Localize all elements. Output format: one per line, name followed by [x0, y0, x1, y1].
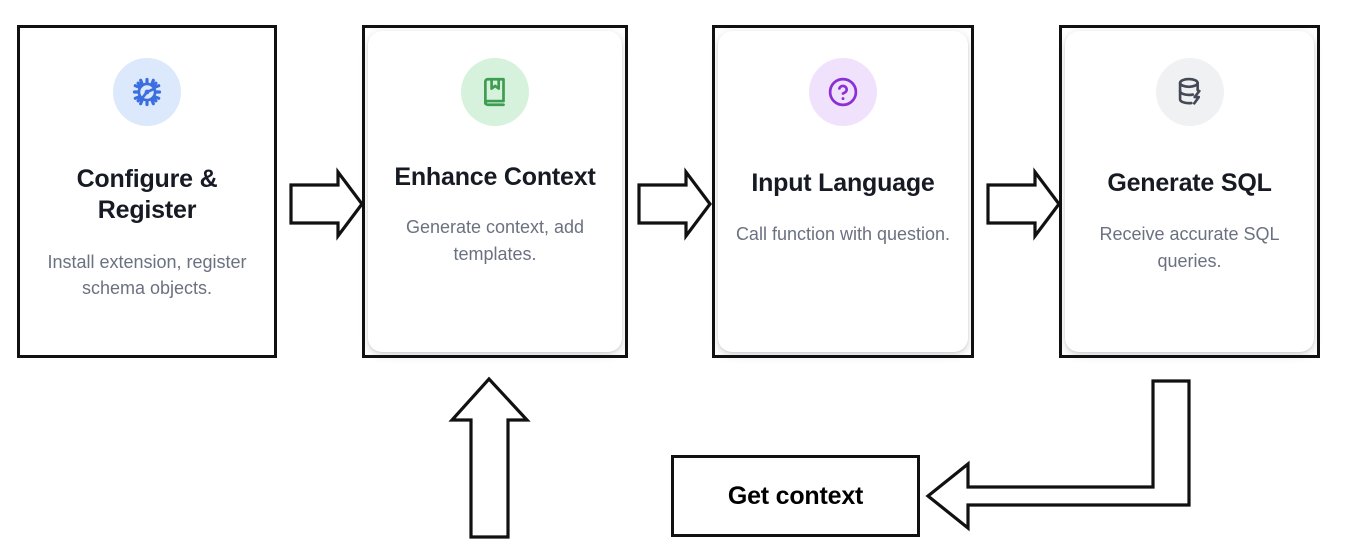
gear-icon [128, 73, 166, 111]
step-card-input-language[interactable]: Input Language Call function with questi… [712, 25, 974, 358]
database-lightning-icon-badge [1155, 58, 1224, 126]
get-context-box[interactable]: Get context [671, 455, 920, 537]
step-card-configure-register[interactable]: Configure & Register Install extension, … [17, 25, 277, 358]
book-bookmark-icon-badge [461, 58, 529, 126]
arrow-right-1 [289, 167, 364, 241]
step-title: Input Language [751, 169, 935, 197]
step-card-enhance-context[interactable]: Enhance Context Generate context, add te… [362, 25, 628, 358]
step-title: Enhance Context [394, 163, 596, 191]
step-description: Call function with question. [735, 224, 951, 245]
book-bookmark-icon [478, 75, 512, 109]
feedback-arrow-left [925, 379, 1191, 532]
feedback-arrow-up [448, 376, 531, 539]
step-title: Configure & Register [76, 165, 218, 225]
arrow-right-2 [637, 167, 712, 241]
database-lightning-icon [1173, 75, 1207, 109]
arrow-right-3 [986, 167, 1061, 241]
step-title: Generate SQL [1107, 169, 1272, 197]
gear-icon-badge [113, 58, 181, 126]
get-context-label: Get context [727, 481, 864, 510]
step-description: Install extension, register schema objec… [47, 251, 247, 299]
question-circle-icon [825, 74, 861, 110]
question-circle-icon-badge [809, 58, 877, 126]
step-card-generate-sql[interactable]: Generate SQL Receive accurate SQL querie… [1059, 25, 1320, 358]
step-description: Generate context, add templates. [405, 217, 585, 264]
step-description: Receive accurate SQL queries. [1099, 224, 1280, 271]
